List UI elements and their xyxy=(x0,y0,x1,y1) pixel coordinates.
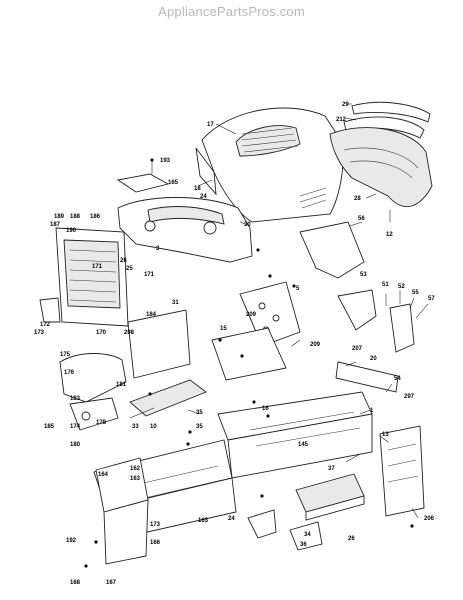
callout-12: 12 xyxy=(386,232,393,238)
callout-15: 15 xyxy=(220,326,227,332)
lever-assembly-part xyxy=(69,397,119,431)
callout-168: 168 xyxy=(70,580,81,586)
callout-25: 25 xyxy=(126,266,133,272)
callout-36: 36 xyxy=(300,542,307,548)
callout-187: 187 xyxy=(50,222,61,228)
callout-212: 212 xyxy=(336,117,347,123)
steering-bracket-part xyxy=(239,281,301,347)
callout-173b: 173 xyxy=(150,522,161,528)
callout-28: 28 xyxy=(354,196,361,202)
callout-171b: 171 xyxy=(144,272,155,278)
callout-181: 181 xyxy=(116,382,127,388)
callout-165: 165 xyxy=(168,180,179,186)
seat-pan-part xyxy=(59,353,127,403)
callout-189: 189 xyxy=(54,214,65,220)
callout-175: 175 xyxy=(60,352,71,358)
callout-193: 193 xyxy=(160,158,171,164)
callout-54: 54 xyxy=(394,376,401,382)
footrest-plate-part xyxy=(129,327,287,417)
callout-52: 52 xyxy=(398,284,405,290)
callout-16: 16 xyxy=(262,406,269,412)
callout-24: 24 xyxy=(200,194,207,200)
callout-163a: 163 xyxy=(130,476,141,482)
callout-51: 51 xyxy=(382,282,389,288)
callout-176: 176 xyxy=(64,370,75,376)
callout-184: 184 xyxy=(146,312,157,318)
callout-56: 56 xyxy=(358,216,365,222)
callout-162: 162 xyxy=(130,466,141,472)
callout-34: 34 xyxy=(304,532,311,538)
small-plate-part xyxy=(116,160,170,193)
callout-207: 207 xyxy=(352,346,363,352)
callout-35b: 35 xyxy=(196,424,203,430)
callout-190: 190 xyxy=(66,228,77,234)
callout-178: 178 xyxy=(96,420,107,426)
callout-labels: 29 212 17 193 165 18 28 24 12 189 188 18… xyxy=(34,102,435,586)
callout-209a: 209 xyxy=(246,312,257,318)
right-frame-panel-part xyxy=(379,425,425,517)
callout-163b: 163 xyxy=(198,518,209,524)
callout-33: 33 xyxy=(132,424,139,430)
grille-part xyxy=(39,227,129,327)
callout-188: 188 xyxy=(70,214,81,220)
callout-145: 145 xyxy=(298,442,309,448)
callout-5: 5 xyxy=(296,286,300,292)
rear-plate-part xyxy=(335,361,399,393)
callout-208: 208 xyxy=(124,330,135,336)
callout-183: 183 xyxy=(70,396,81,402)
callout-37: 37 xyxy=(328,466,335,472)
callout-192: 192 xyxy=(66,538,77,544)
callout-26: 26 xyxy=(120,258,127,264)
bumper-part xyxy=(295,473,365,521)
callout-209b: 209 xyxy=(310,342,321,348)
callout-171a: 171 xyxy=(92,264,103,270)
callout-53: 53 xyxy=(360,272,367,278)
hardware-dots xyxy=(84,158,414,568)
callout-174: 174 xyxy=(70,424,81,430)
console-panel-part xyxy=(127,309,191,379)
callout-57: 57 xyxy=(428,296,435,302)
right-brackets-part xyxy=(337,289,415,353)
site-watermark: AppliancePartsPros.com xyxy=(158,4,305,19)
callout-166: 166 xyxy=(150,540,161,546)
callout-26b: 26 xyxy=(348,536,355,542)
callout-31: 31 xyxy=(172,300,179,306)
callout-185: 185 xyxy=(44,424,55,430)
callout-55: 55 xyxy=(412,290,419,296)
callout-30: 30 xyxy=(244,222,251,228)
callout-29: 29 xyxy=(342,102,349,108)
callout-20: 20 xyxy=(370,356,377,362)
hood-part xyxy=(195,107,344,223)
callout-297: 297 xyxy=(404,394,415,400)
front-axle-bracket-part xyxy=(95,457,149,565)
callout-18: 18 xyxy=(194,186,201,192)
callout-186: 186 xyxy=(90,214,101,220)
bottom-brackets-part xyxy=(247,509,323,551)
side-shield-part xyxy=(299,221,365,279)
callout-206: 206 xyxy=(424,516,435,522)
callout-172: 172 xyxy=(40,322,51,328)
callout-173a: 173 xyxy=(34,330,45,336)
callout-1: 1 xyxy=(370,408,374,414)
callout-170: 170 xyxy=(96,330,107,336)
callout-167: 167 xyxy=(106,580,117,586)
callout-35a: 35 xyxy=(196,410,203,416)
callout-3: 3 xyxy=(156,246,160,252)
hood-trim-parts xyxy=(329,101,433,207)
callout-180: 180 xyxy=(70,442,81,448)
leader-lines xyxy=(129,103,429,519)
callout-13: 13 xyxy=(382,432,389,438)
callout-10: 10 xyxy=(150,424,157,430)
callout-17: 17 xyxy=(207,122,214,128)
callout-24b: 24 xyxy=(228,516,235,522)
dash-panel-part xyxy=(117,197,253,263)
callout-164: 164 xyxy=(98,472,109,478)
